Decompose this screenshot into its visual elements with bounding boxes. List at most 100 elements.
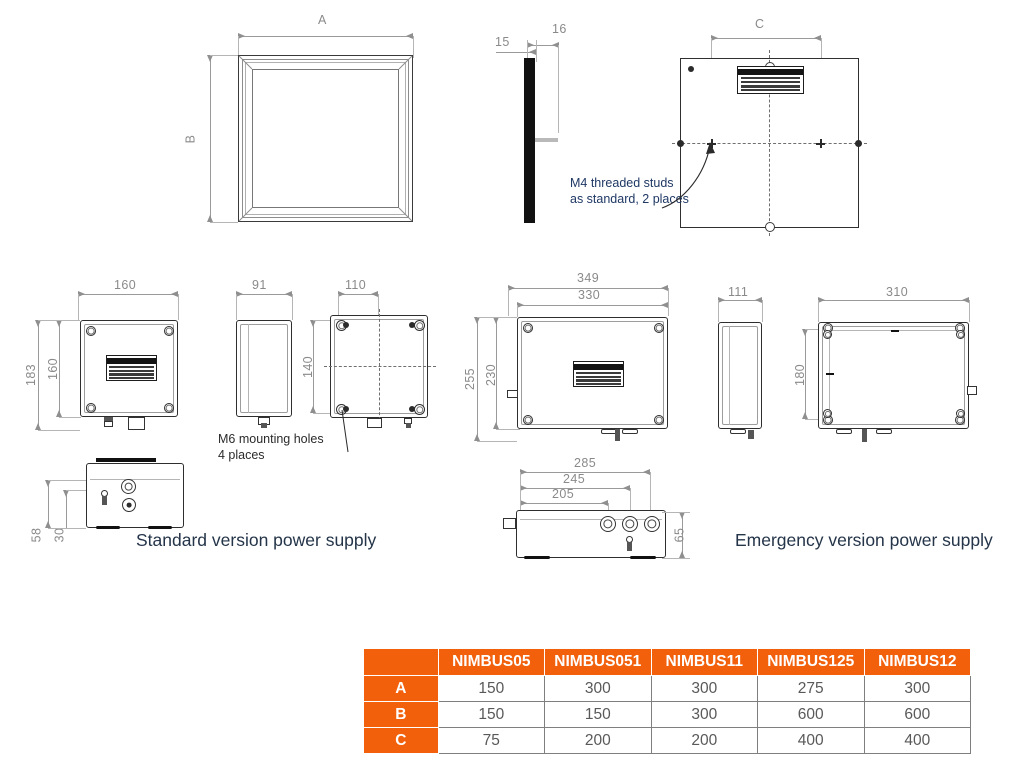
ext-180-top [805,329,829,330]
dim-arrow-255-top [474,317,480,324]
dim-arrow-330-left [517,302,524,308]
dim-line-16 [527,45,559,46]
rating-label-row-1 [740,77,801,79]
dim-arrow-140-top [310,320,316,327]
std-bottom-gland-body [102,496,107,505]
dim-label-em-rear-width: 310 [886,285,909,299]
em-screw-br [654,415,664,425]
dim-arrow-310-left [818,297,825,303]
dim-arrow-330-right [661,302,668,308]
dim-label-em-bottom-inner: 205 [552,487,575,501]
screw-top-right [164,326,174,336]
ext-91-right [292,294,293,320]
dim-label-std-hole-y: 140 [301,355,316,379]
ext-58-top [48,480,86,481]
std-rear-mount-tr [414,320,425,331]
ext-110-right [378,294,379,320]
cell-c-3: 400 [756,727,865,754]
std-label-row-2 [108,369,155,372]
ext-110-left [338,294,339,320]
std-rear-hole-br [409,406,415,412]
em-bottom-connector-1 [600,516,616,532]
std-rear-hole-tr [409,322,415,328]
ext-180-bottom [805,419,829,420]
emergency-enclosure-side [718,322,762,429]
dim-arrow-15 [529,49,536,55]
dim-label-c: C [755,17,765,31]
dim-arrow-180-bottom [802,412,808,419]
dim-label-std-width: 160 [114,278,137,292]
caption-standard-version: Standard version power supply [136,530,377,550]
dim-line-349 [508,288,668,289]
em-front-gland-right [622,429,638,434]
std-bottom-connector-upper [121,479,136,494]
dim-arrow-111-left [718,297,725,303]
dim-arrow-b-top [207,55,213,62]
dim-arrow-160h-bottom [56,410,62,417]
ext-91-left [236,294,237,320]
rear-stud-left [677,140,684,147]
ext-111-right [762,300,763,322]
em-label-row-1 [575,372,622,374]
dim-arrow-349-right [661,285,668,291]
emergency-enclosure-rear-inner [822,326,965,425]
em-rear-boss-tl [823,330,832,339]
dim-arrow-245-left [520,485,527,491]
em-rear-boss-bl [823,409,832,418]
rating-label-row-3 [740,85,801,88]
cell-a-1: 300 [544,675,652,702]
table-row-label-a: A [363,675,439,702]
standard-enclosure-front-inner [84,324,174,413]
dim-label-em-bottom-depth: 65 [672,527,687,543]
dim-arrow-160h-top [56,320,62,327]
std-gland-large [128,417,145,430]
standard-rating-label [106,355,157,381]
dim-arrow-110-left [338,291,345,297]
ext-310-left [818,300,819,322]
ext-line-16-right [558,45,559,133]
table-corner-cell [363,648,439,676]
em-bottom-side-gland [503,518,516,529]
dim-arrow-183-top [35,320,41,327]
rating-label-header-bar [738,69,803,75]
luminaire-bezel-line-1 [242,59,409,218]
dim-line-160h [59,320,60,417]
table-row: A 150 300 300 275 300 [363,675,972,702]
ext-65-top [662,512,690,513]
dim-arrow-230-top [493,317,499,324]
dim-line-110 [338,294,378,295]
dim-arrow-110-right [371,291,378,297]
rear-corner-fixing [688,66,694,72]
table-row-label-b: B [363,701,439,728]
ext-std-top [38,320,80,321]
dim-label-std-height-overall: 183 [24,363,39,387]
ext-line-a-left [238,36,239,58]
dim-arrow-58-bottom [45,521,51,528]
std-rear-centerline-v [379,309,380,425]
dim-arrow-16-left [527,42,534,48]
dim-label-std-bottom-inner: 30 [52,527,67,543]
cell-a-2: 300 [650,675,758,702]
cell-c-2: 200 [650,727,758,754]
cell-b-4: 600 [863,701,972,728]
leader-m6-holes [341,409,349,453]
dim-label-em-rear-height: 180 [793,363,808,387]
table-col-header-1: NIMBUS051 [544,648,652,676]
standard-enclosure-side-inner [240,324,288,413]
em-label-row-2 [575,375,622,378]
dim-arrow-c-right [814,35,821,41]
em-rear-side-gland [967,386,977,395]
dim-arrow-65-top [679,512,685,519]
dim-arrow-349-left [508,285,515,291]
std-rear-mount-br [414,404,425,415]
dim-label-em-height-overall: 255 [463,367,478,391]
dim-line-205 [520,503,608,504]
emergency-enclosure-front-inner [521,321,664,425]
ext-line-16-mid [536,40,537,62]
table-header-row: NIMBUS05 NIMBUS051 NIMBUS11 NIMBUS125 NI… [363,648,972,676]
ext-349-left [508,288,509,316]
ext-std-bottom-body [59,417,81,418]
std-label-row-4 [108,377,155,379]
em-label-header-bar [574,364,623,370]
dim-label-std-depth: 91 [252,278,267,292]
